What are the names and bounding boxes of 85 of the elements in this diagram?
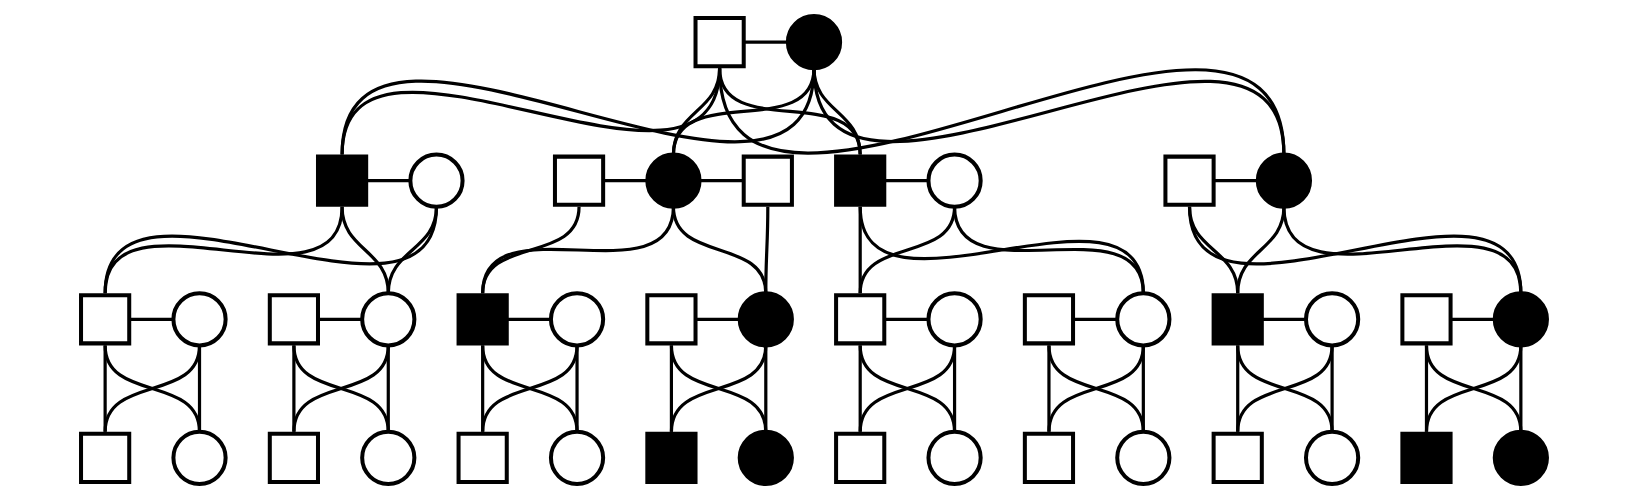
- node-circle: [548, 291, 605, 348]
- connector: [128, 317, 173, 321]
- node-box: [833, 431, 886, 484]
- node-circle: [1492, 429, 1549, 486]
- node-box: [456, 293, 509, 346]
- connector: [763, 345, 767, 432]
- node-box: [552, 154, 605, 207]
- connector: [671, 206, 767, 294]
- node-circle: [407, 152, 465, 209]
- connector: [480, 345, 579, 432]
- node-circle: [925, 429, 983, 486]
- connector: [574, 345, 579, 432]
- connector: [1187, 206, 1522, 294]
- connector: [1046, 345, 1145, 432]
- node-box: [833, 293, 886, 346]
- connector: [365, 179, 410, 183]
- node-circle: [359, 291, 416, 348]
- connector: [386, 206, 438, 294]
- node-box: [1399, 431, 1453, 484]
- connector: [506, 317, 551, 321]
- node-box: [1399, 293, 1453, 346]
- node-circle: [359, 429, 416, 486]
- node-circle: [170, 429, 228, 486]
- node-box: [315, 154, 368, 207]
- connector: [291, 345, 390, 432]
- node-circle: [737, 429, 794, 486]
- connector: [1213, 179, 1258, 183]
- connector: [1141, 345, 1145, 432]
- node-box: [1162, 154, 1216, 207]
- node-box: [644, 293, 698, 346]
- node-box: [456, 431, 509, 484]
- node-circle: [1255, 152, 1312, 209]
- node-box: [267, 431, 320, 484]
- connector: [197, 345, 201, 432]
- connector: [858, 345, 956, 432]
- connector: [884, 317, 928, 321]
- connector: [1261, 317, 1306, 321]
- connector: [743, 40, 788, 44]
- node-circle: [644, 152, 702, 209]
- connector: [884, 179, 928, 183]
- node-box: [833, 154, 886, 207]
- connector: [386, 345, 390, 432]
- node-box: [78, 431, 131, 484]
- node-circle: [170, 291, 228, 348]
- connector: [858, 206, 1145, 294]
- connector: [1450, 317, 1495, 321]
- connector: [1072, 317, 1117, 321]
- node-circle: [1114, 429, 1171, 486]
- connector: [1330, 345, 1334, 432]
- connector: [103, 206, 438, 294]
- node-box: [1022, 293, 1075, 346]
- node-circle: [925, 291, 983, 348]
- node-circle: [785, 14, 842, 71]
- node-box: [644, 431, 698, 484]
- node-box: [78, 293, 131, 346]
- connector: [1518, 345, 1522, 432]
- connector: [602, 179, 647, 183]
- connector: [340, 206, 390, 294]
- node-circle: [1114, 291, 1171, 348]
- node-circle: [1303, 429, 1360, 486]
- connector: [695, 317, 740, 321]
- connector: [763, 206, 769, 294]
- connector: [952, 345, 956, 432]
- connector: [952, 206, 1145, 294]
- connector: [1424, 345, 1522, 432]
- connector: [317, 317, 362, 321]
- node-box: [267, 293, 320, 346]
- connector: [1235, 345, 1334, 432]
- node-box: [741, 154, 794, 207]
- connector: [480, 206, 675, 294]
- node-box: [1211, 431, 1264, 484]
- connector: [699, 179, 743, 183]
- connector: [811, 67, 1285, 155]
- node-circle: [1492, 291, 1549, 348]
- node-circle: [548, 429, 605, 486]
- node-box: [1022, 431, 1075, 484]
- connector: [103, 345, 201, 432]
- node-box: [693, 16, 746, 69]
- node-circle: [925, 152, 983, 209]
- connector: [669, 345, 767, 432]
- connector: [717, 67, 1285, 155]
- connector: [1281, 206, 1522, 294]
- node-circle: [1303, 291, 1360, 348]
- node-circle: [737, 291, 794, 348]
- node-box: [1211, 293, 1264, 346]
